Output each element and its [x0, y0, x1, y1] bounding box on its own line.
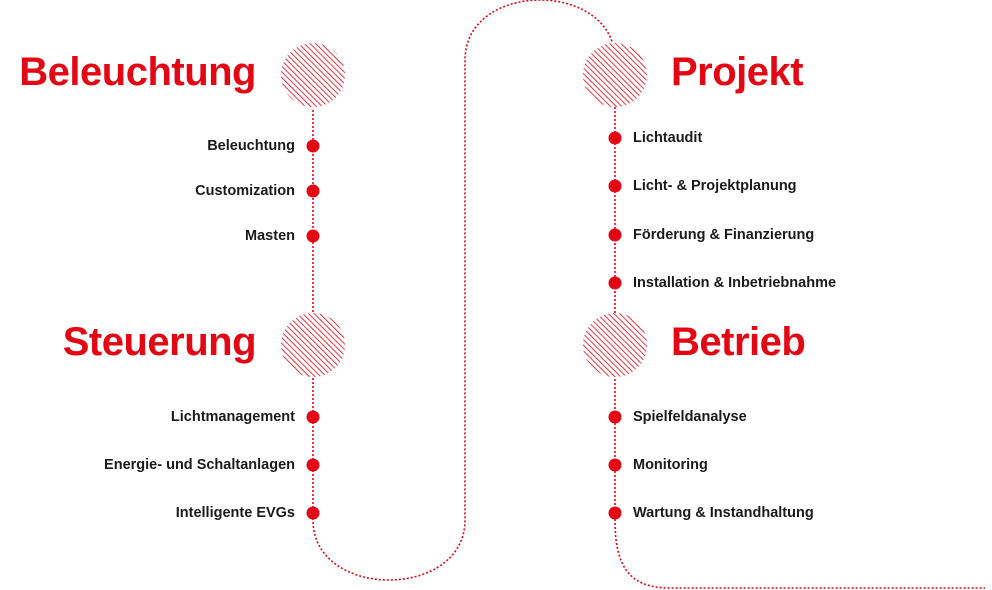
bullet-dot [608, 276, 622, 290]
list-item[interactable]: Spielfeldanalyse [633, 409, 747, 425]
bullet-dot [608, 179, 622, 193]
bullet-dot [306, 458, 320, 472]
list-item[interactable]: Energie- und Schaltanlagen [104, 457, 295, 473]
list-item[interactable]: Intelligente EVGs [175, 505, 295, 521]
bullet-dot [608, 506, 622, 520]
list-item[interactable]: Lichtaudit [633, 130, 703, 146]
section-title-steuerung: Steuerung [62, 320, 257, 364]
timeline-path [312, 0, 985, 589]
bullet-dot [306, 506, 320, 520]
list-item[interactable]: Lichtmanagement [170, 409, 295, 425]
milestone-circle-steuerung [281, 313, 345, 377]
list-item[interactable]: Masten [245, 228, 295, 244]
list-item[interactable]: Wartung & Instandhaltung [633, 505, 814, 521]
list-item[interactable]: Beleuchtung [207, 138, 295, 154]
section-title-betrieb: Betrieb [671, 320, 806, 364]
section-title-projekt: Projekt [671, 50, 804, 94]
bullet-dot [608, 131, 622, 145]
milestone-circle-projekt [583, 43, 647, 107]
list-item[interactable]: Installation & Inbetriebnahme [633, 275, 837, 291]
list-item[interactable]: Licht- & Projektplanung [633, 178, 797, 194]
bullet-dot [608, 410, 622, 424]
milestone-circle-beleuchtung [281, 43, 345, 107]
bullet-dot [306, 184, 320, 198]
milestone-circle-betrieb [583, 313, 647, 377]
bullet-dot [306, 229, 320, 243]
bullet-dot [608, 458, 622, 472]
bullet-dot [608, 228, 622, 242]
list-item[interactable]: Förderung & Finanzierung [633, 227, 815, 243]
section-title-beleuchtung: Beleuchtung [19, 50, 256, 94]
bullet-dot [306, 410, 320, 424]
list-item[interactable]: Monitoring [633, 457, 708, 473]
bullet-dot [306, 139, 320, 153]
list-item[interactable]: Customization [195, 183, 295, 199]
